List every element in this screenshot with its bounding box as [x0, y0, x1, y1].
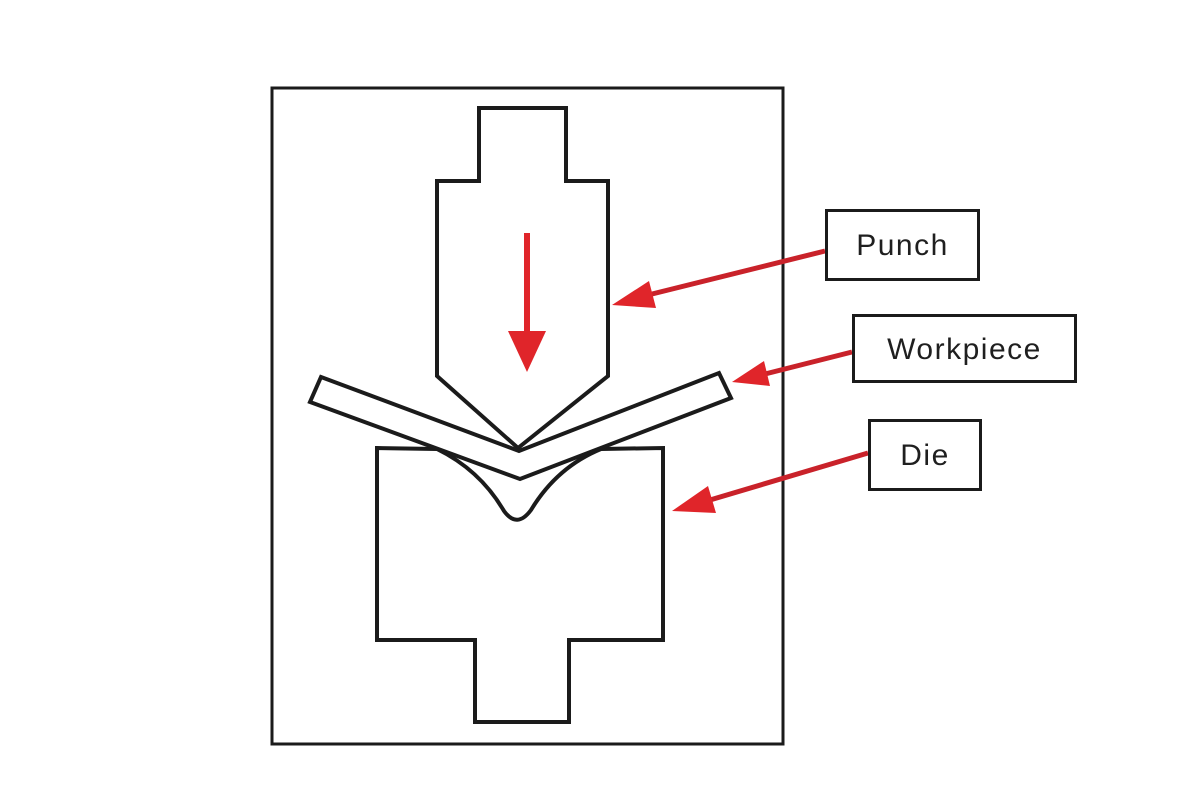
workpiece-leader-arrow — [732, 349, 853, 386]
punch-leader-arrow — [612, 248, 826, 308]
punch-shape — [435, 106, 610, 451]
punch-label-box: Punch — [825, 209, 980, 281]
workpiece-shape — [307, 370, 734, 482]
die-leader-line — [709, 450, 869, 503]
force-arrow — [508, 233, 546, 372]
punch-leader-line — [647, 248, 826, 298]
workpiece-leader-line — [764, 349, 853, 377]
force-arrow-head-icon — [508, 331, 546, 372]
punch-leader-head-icon — [612, 281, 656, 308]
punch-label-text: Punch — [856, 229, 949, 262]
workpiece-label-text: Workpiece — [887, 332, 1042, 366]
diagram-linework — [270, 86, 785, 746]
workpiece-label-box: Workpiece — [852, 314, 1077, 383]
workpiece-leader-head-icon — [732, 361, 770, 386]
die-label-text: Die — [900, 439, 950, 472]
die-label-box: Die — [868, 419, 982, 491]
die-leader-arrow — [672, 450, 869, 513]
die-leader-head-icon — [672, 486, 716, 513]
diagram-frame — [270, 86, 785, 746]
die-shape — [375, 445, 665, 724]
